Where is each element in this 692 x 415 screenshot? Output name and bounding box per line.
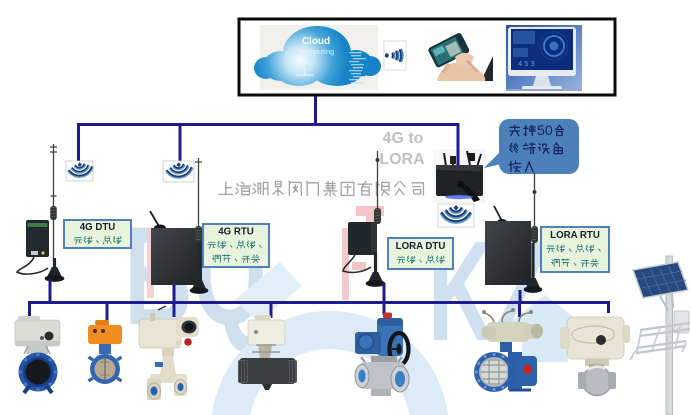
svg-text:4G to: 4G to [383, 130, 424, 147]
svg-text:4G RTU: 4G RTU [218, 226, 254, 237]
svg-text:LORA DTU: LORA DTU [396, 241, 446, 252]
svg-text:4G DTU: 4G DTU [80, 222, 116, 233]
svg-text:LORA: LORA [379, 151, 425, 168]
svg-text:LORA RTU: LORA RTU [550, 230, 600, 241]
svg-text:Cloud: Cloud [302, 36, 330, 47]
svg-text:4 5 3: 4 5 3 [518, 59, 535, 68]
svg-text:50: 50 [537, 123, 553, 139]
svg-text:computing: computing [300, 47, 335, 56]
